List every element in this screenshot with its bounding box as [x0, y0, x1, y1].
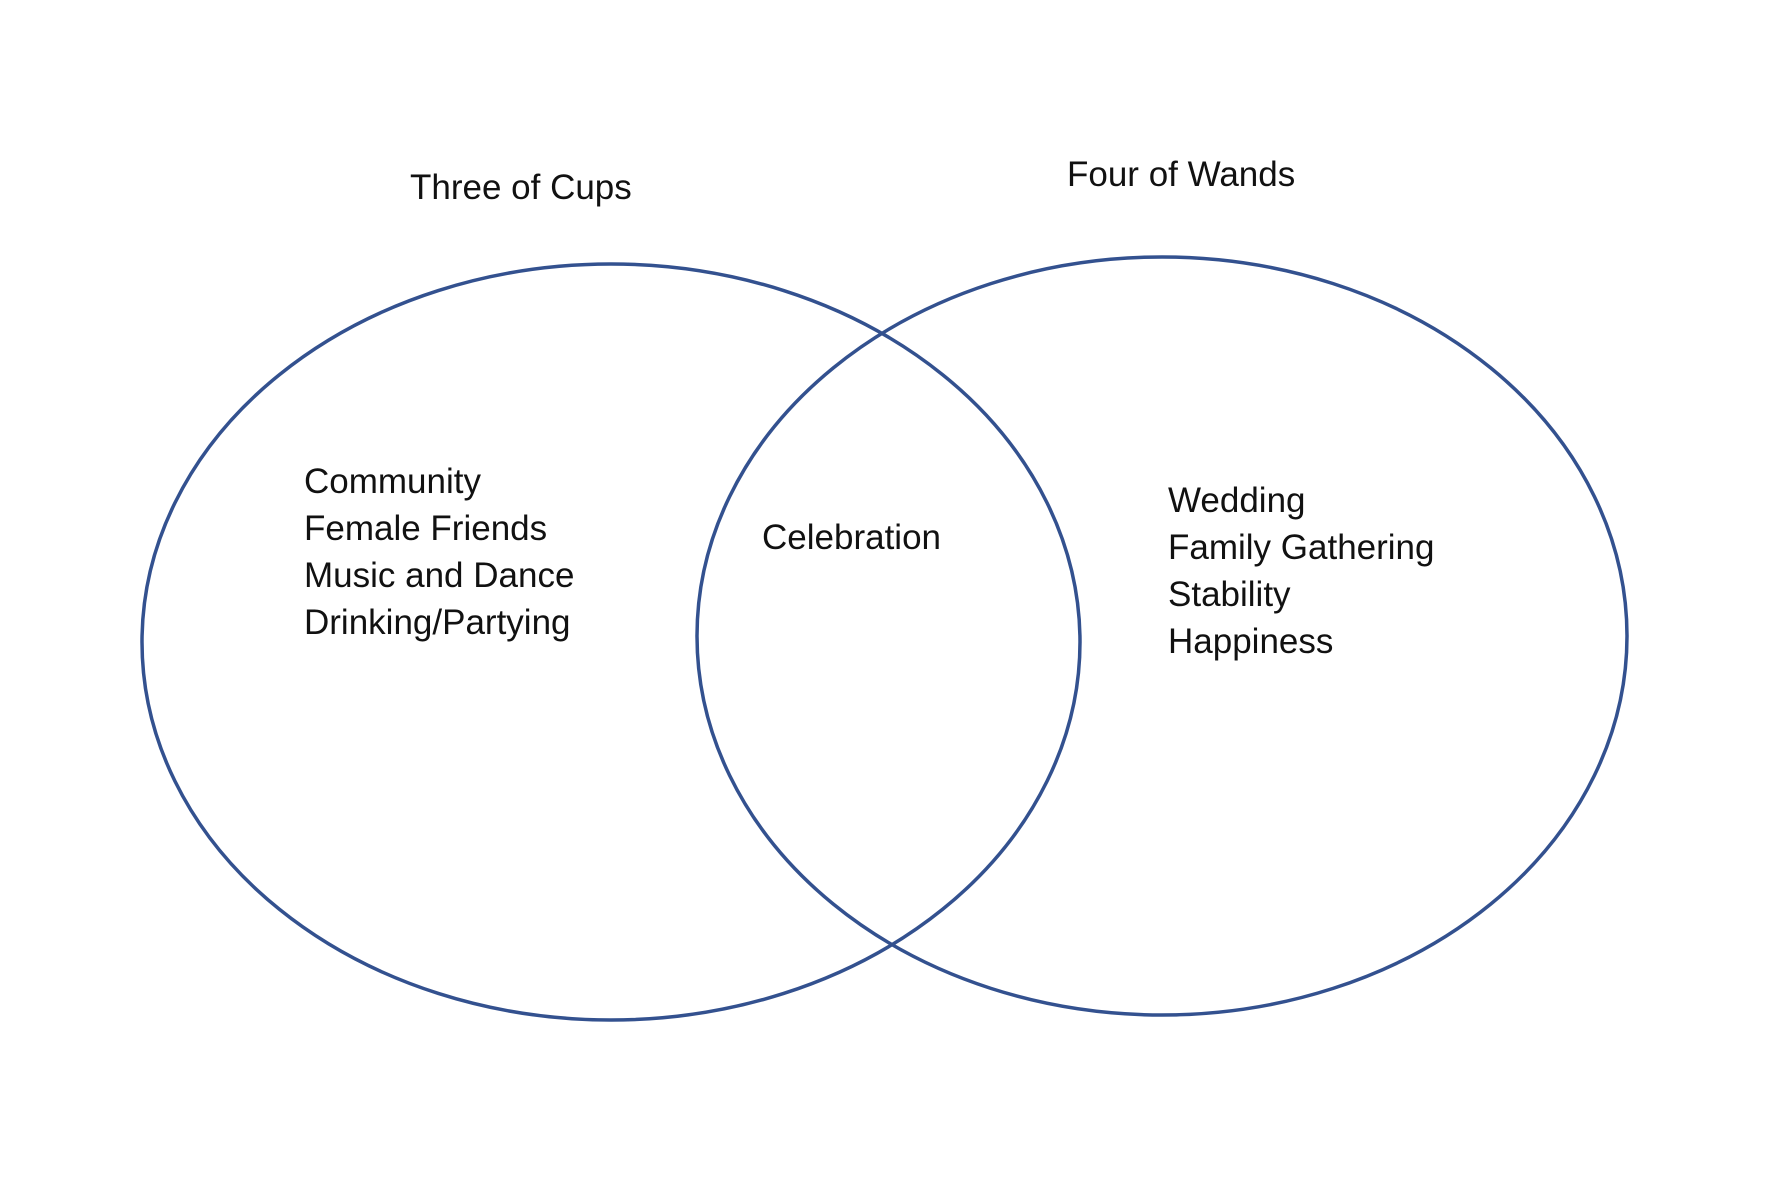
left-set-title: Three of Cups	[410, 168, 632, 207]
right-set-items: Wedding Family Gathering Stability Happi…	[1168, 477, 1434, 665]
left-set-item: Drinking/Partying	[304, 603, 571, 642]
left-set-item: Music and Dance	[304, 556, 575, 595]
right-set-item: Wedding	[1168, 481, 1306, 520]
right-set-item: Happiness	[1168, 622, 1334, 661]
right-set-item: Family Gathering	[1168, 528, 1435, 567]
left-set-items: Community Female Friends Music and Dance…	[304, 458, 574, 646]
left-set-item: Community	[304, 462, 481, 501]
right-set-item: Stability	[1168, 575, 1291, 614]
left-set-circle	[140, 262, 1082, 1022]
left-set-item: Female Friends	[304, 509, 548, 548]
right-set-title: Four of Wands	[1067, 155, 1296, 194]
overlap-item: Celebration	[762, 518, 941, 557]
right-set-circle	[695, 255, 1629, 1017]
